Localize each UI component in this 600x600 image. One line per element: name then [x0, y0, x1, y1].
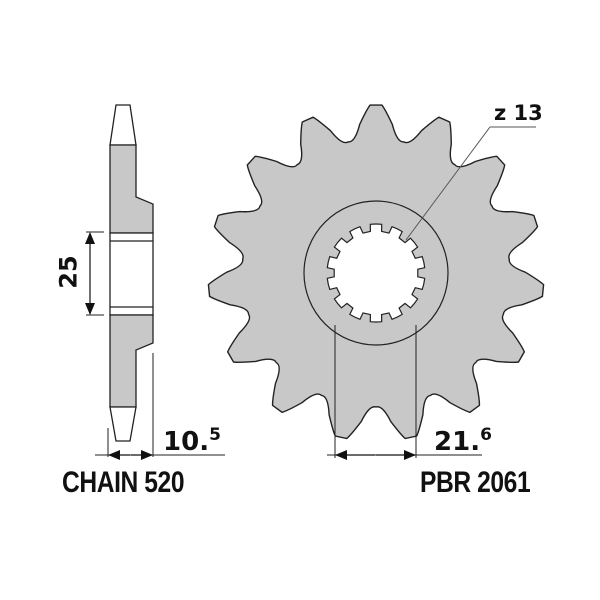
- side-upper-body: [109, 144, 154, 234]
- hub-width-label: 25: [54, 255, 83, 289]
- spline-bore: [326, 223, 426, 323]
- thickness-dimension: [95, 353, 225, 460]
- teeth-count-label: z 13: [494, 101, 543, 125]
- thickness-decimal: 5: [209, 425, 221, 445]
- thickness-label: 10.5: [163, 425, 221, 457]
- spline-dimension: [327, 325, 482, 460]
- side-lower-body: [109, 314, 154, 408]
- hub-circle: [303, 200, 449, 346]
- spline-main: 21: [434, 427, 471, 457]
- teeth-leader: [405, 126, 536, 241]
- spline-diameter-label: 21.6: [434, 425, 492, 457]
- spline-decimal: 6: [480, 425, 492, 445]
- side-bore: [109, 232, 154, 316]
- part-number: PBR 2061: [420, 466, 531, 499]
- chain-label: CHAIN 520: [62, 466, 185, 499]
- side-upper-tooth: [109, 104, 137, 146]
- side-lower-tooth: [109, 406, 137, 442]
- hub-width-dimension: [85, 231, 104, 316]
- front-view: [207, 104, 545, 440]
- thickness-main: 10: [163, 427, 200, 457]
- side-view: [109, 104, 154, 442]
